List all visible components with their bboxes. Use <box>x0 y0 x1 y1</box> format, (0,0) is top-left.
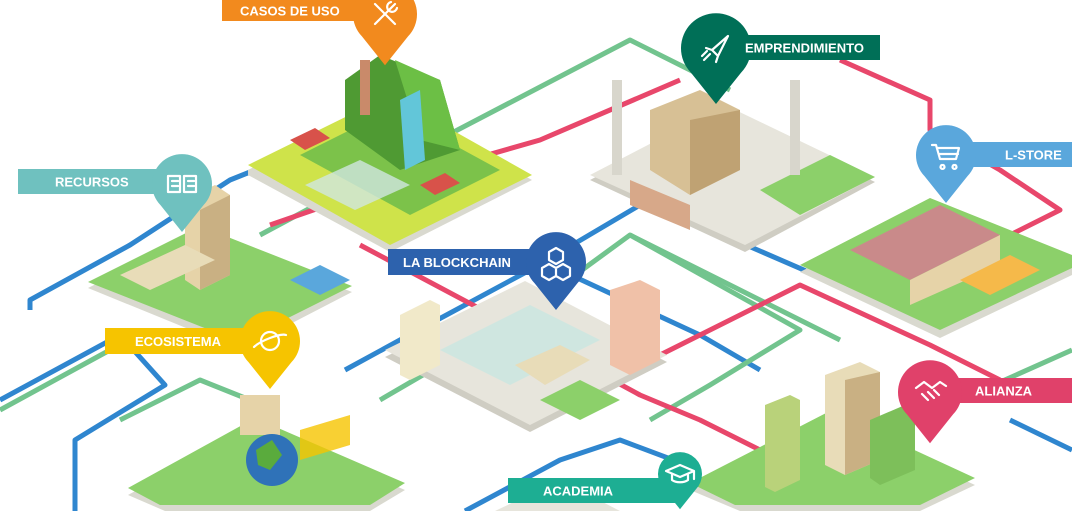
red-route <box>358 242 762 453</box>
ecosistema-district[interactable] <box>128 395 405 511</box>
blue-route <box>27 157 281 310</box>
graduation-cap-icon <box>664 463 696 484</box>
rocket-icon <box>700 34 730 64</box>
pin-l-store[interactable]: L-STORE <box>916 125 1072 203</box>
map-marker-icon[interactable] <box>658 452 702 510</box>
pin-label-bar[interactable] <box>508 478 680 503</box>
planet-icon <box>252 330 288 352</box>
alianza-district[interactable] <box>690 362 975 511</box>
pin-label[interactable]: L-STORE <box>1005 148 1062 163</box>
pin-casos-de-uso[interactable]: CASOS DE USO <box>222 0 417 66</box>
pin-emprendimiento[interactable]: EMPRENDIMIENTO <box>680 13 880 104</box>
map-marker-icon[interactable] <box>353 0 417 66</box>
pin-la-blockchain[interactable]: LA BLOCKCHAIN <box>388 232 587 310</box>
pin-label[interactable]: ALIANZA <box>975 384 1033 399</box>
pin-label[interactable]: EMPRENDIMIENTO <box>745 41 864 56</box>
district-tiles <box>88 55 1072 511</box>
pin-label-bar[interactable] <box>222 0 372 21</box>
pins: CASOS DE USO RECURSOS EMPRENDIMIENTO L-STOR… <box>18 0 1072 510</box>
green-route <box>628 232 803 423</box>
pin-academia[interactable]: ACADEMIA <box>508 452 702 510</box>
emprendimiento-district[interactable] <box>590 80 875 252</box>
pin-label[interactable]: LA BLOCKCHAIN <box>403 255 511 270</box>
pin-recursos[interactable]: RECURSOS <box>18 154 213 232</box>
red-route <box>648 282 1002 383</box>
map-marker-icon[interactable] <box>916 125 977 203</box>
blocks-icon <box>540 246 572 282</box>
pin-alianza[interactable]: ALIANZA <box>898 360 1072 444</box>
pin-label[interactable]: CASOS DE USO <box>240 4 340 19</box>
l-store-district[interactable] <box>800 198 1072 338</box>
handshake-icon <box>914 380 948 402</box>
casos-de-uso-district[interactable] <box>248 55 532 252</box>
blue-route <box>0 332 168 511</box>
tools-icon <box>373 0 399 26</box>
la-blockchain-district[interactable] <box>385 280 667 432</box>
pin-label[interactable]: RECURSOS <box>55 175 129 190</box>
blue-route <box>1008 417 1072 453</box>
green-route <box>118 377 251 423</box>
pin-label[interactable]: ECOSISTEMA <box>135 334 222 349</box>
book-icon <box>166 174 198 194</box>
pin-ecosistema[interactable]: ECOSISTEMA <box>105 311 300 389</box>
map-marker-icon[interactable] <box>152 154 213 232</box>
pin-label[interactable]: ACADEMIA <box>543 484 614 499</box>
map-marker-icon[interactable] <box>898 360 962 444</box>
shopping-cart-icon <box>930 143 961 170</box>
